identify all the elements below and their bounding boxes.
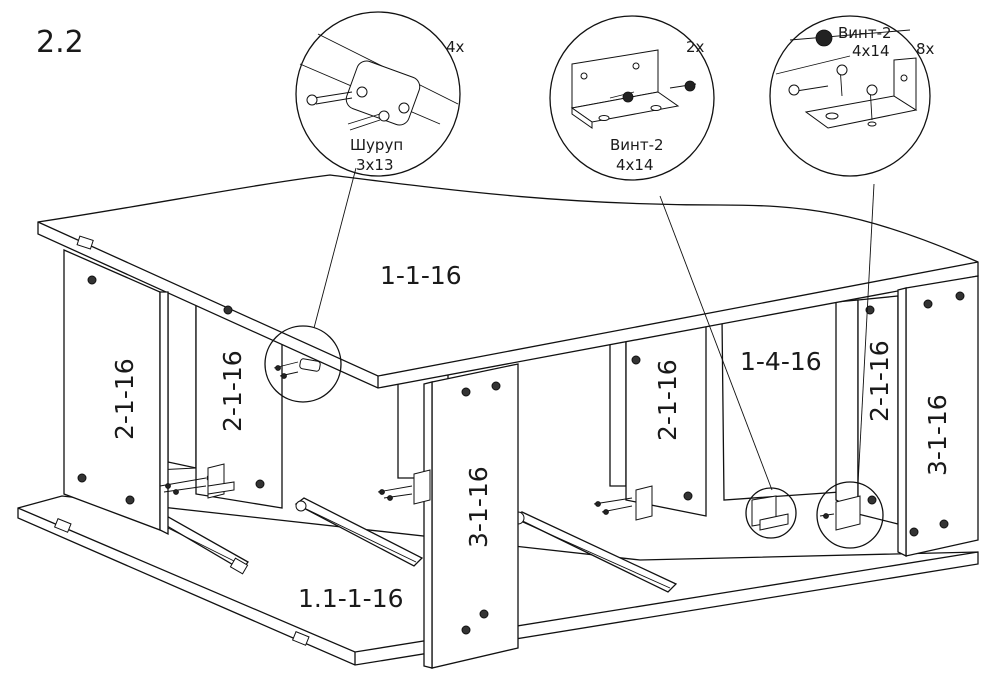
label-right-inner-side-2: 2-1-16 bbox=[865, 340, 894, 422]
panel-labels: 1-1-16 1.1-1-16 1-4-16 2-1-16 2-1-16 3-1… bbox=[110, 261, 952, 613]
callout-bracket-8x: 8x Винт-2 4x14 bbox=[769, 15, 935, 177]
callout-1-qty: 4x bbox=[446, 38, 465, 56]
partition-holes bbox=[206, 305, 877, 505]
detail-circle-right bbox=[816, 481, 884, 549]
leader-lines bbox=[313, 167, 875, 491]
callout-3-size: 4x14 bbox=[852, 42, 890, 60]
top-board bbox=[37, 174, 979, 389]
callout-3-name: Винт-2 bbox=[838, 24, 892, 42]
callout-1-size: 3x13 bbox=[356, 156, 394, 174]
label-left-inner-side: 2-1-16 bbox=[218, 350, 247, 432]
label-top-board: 1-1-16 bbox=[380, 261, 462, 290]
right-outer-side bbox=[897, 275, 979, 558]
step-number: 2.2 bbox=[36, 25, 84, 60]
label-left-outer-side: 2-1-16 bbox=[110, 358, 139, 440]
label-right-inner-side: 2-1-16 bbox=[653, 359, 682, 441]
callout-1-name: Шуруп bbox=[350, 136, 403, 154]
callout-bracket-2x: 2x Винт-2 4x14 bbox=[549, 15, 715, 181]
label-back-panel: 1-4-16 bbox=[740, 347, 822, 376]
callout-screw-plate: 4x Шуруп 3x13 bbox=[295, 11, 465, 177]
detail-circle-left bbox=[264, 325, 342, 403]
callout-2-name: Винт-2 bbox=[610, 136, 664, 154]
center-side bbox=[423, 363, 519, 669]
label-bottom-board: 1.1-1-16 bbox=[298, 584, 404, 613]
callout-2-size: 4x14 bbox=[616, 156, 654, 174]
detail-circle-mid bbox=[745, 487, 797, 539]
label-center-side: 3-1-16 bbox=[464, 466, 493, 548]
back-panel bbox=[721, 301, 841, 501]
label-right-outer-side: 3-1-16 bbox=[923, 394, 952, 476]
left-outer-side bbox=[63, 249, 169, 536]
corner-brackets bbox=[159, 358, 653, 521]
callout-2-qty: 2x bbox=[686, 38, 705, 56]
callout-3-qty: 8x bbox=[916, 40, 935, 58]
